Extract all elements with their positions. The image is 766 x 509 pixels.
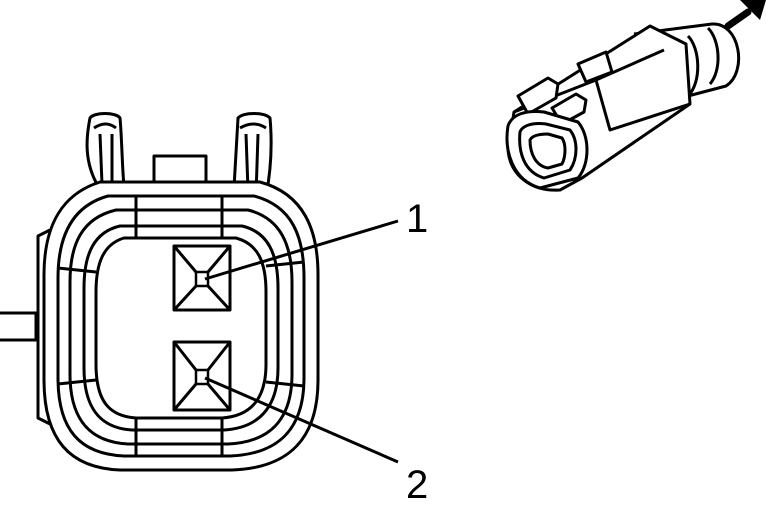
leader-line-2	[204, 376, 399, 464]
connector-front-inner	[518, 122, 578, 180]
callout-label-1: 1	[406, 197, 428, 241]
side-latch	[0, 311, 38, 342]
callout-leaders	[204, 219, 399, 464]
terminal-cavity-2	[172, 340, 232, 412]
left-lock-tab-inner	[93, 122, 117, 185]
cable-ring	[686, 26, 720, 98]
callout-label-2: 2	[406, 463, 428, 507]
rib-bottom	[134, 418, 224, 456]
rib-left	[57, 266, 97, 386]
right-lock-tab	[232, 112, 273, 200]
connector-tab	[576, 50, 614, 84]
leader-line-1	[204, 219, 399, 281]
arrow-icon	[724, 0, 766, 30]
housing-ring-1	[56, 194, 306, 458]
connector-isometric-view	[505, 22, 741, 192]
rib-top	[134, 196, 224, 238]
top-key	[152, 154, 208, 182]
terminal-cavity-1	[172, 244, 232, 312]
connector-front-inner-2	[528, 132, 567, 170]
connector-face-view	[0, 112, 320, 472]
left-lock-tab	[85, 112, 126, 192]
rib-right	[265, 260, 305, 388]
